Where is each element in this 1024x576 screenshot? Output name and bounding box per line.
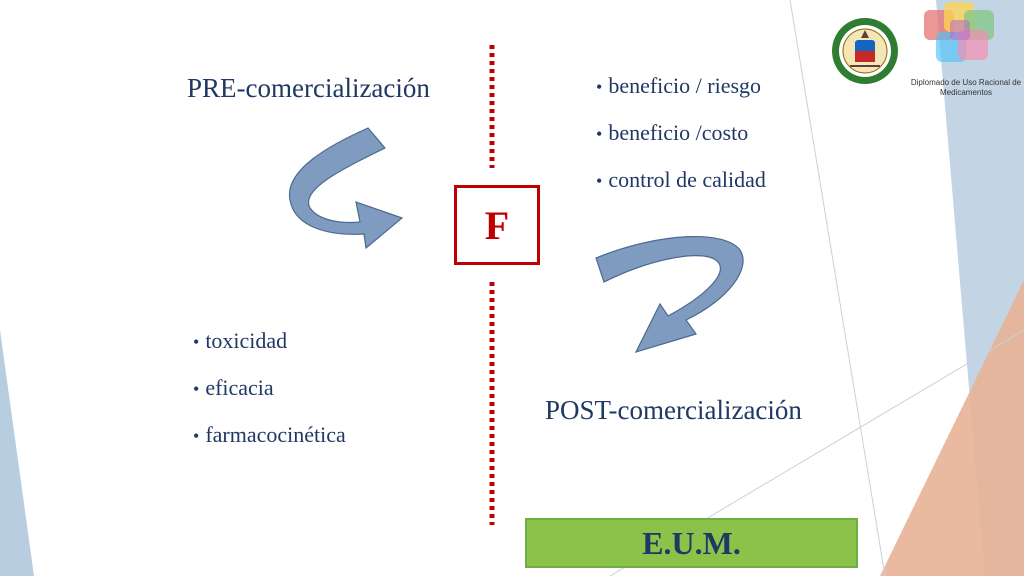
university-seal-icon <box>832 18 898 84</box>
list-item: beneficio / riesgo <box>596 73 766 120</box>
footer-label-box: E.U.M. <box>525 518 858 568</box>
footer-label: E.U.M. <box>642 524 741 561</box>
list-item: toxicidad <box>193 328 346 375</box>
top-right-list: beneficio / riesgo beneficio /costo cont… <box>596 73 766 214</box>
curved-arrow-right-icon <box>288 127 404 250</box>
list-item: beneficio /costo <box>596 120 766 167</box>
center-box: F <box>454 185 540 265</box>
list-item: eficacia <box>193 375 346 422</box>
right-peach-triangle <box>880 280 1024 576</box>
list-item: control de calidad <box>596 167 766 214</box>
left-edge-accent <box>0 330 34 576</box>
center-letter: F <box>484 202 510 248</box>
post-commercialization-title: POST-comercialización <box>545 395 802 425</box>
bottom-left-list: toxicidad eficacia farmacocinética <box>193 328 346 469</box>
pre-commercialization-title: PRE-comercialización <box>187 73 430 103</box>
thin-diagonal-line <box>789 0 886 576</box>
diploma-logo-icon <box>924 2 994 62</box>
curved-arrow-down-icon <box>595 235 744 353</box>
list-item: farmacocinética <box>193 422 345 469</box>
logo-caption: Diplomado de Uso Racional de Medicamento… <box>910 78 1022 97</box>
